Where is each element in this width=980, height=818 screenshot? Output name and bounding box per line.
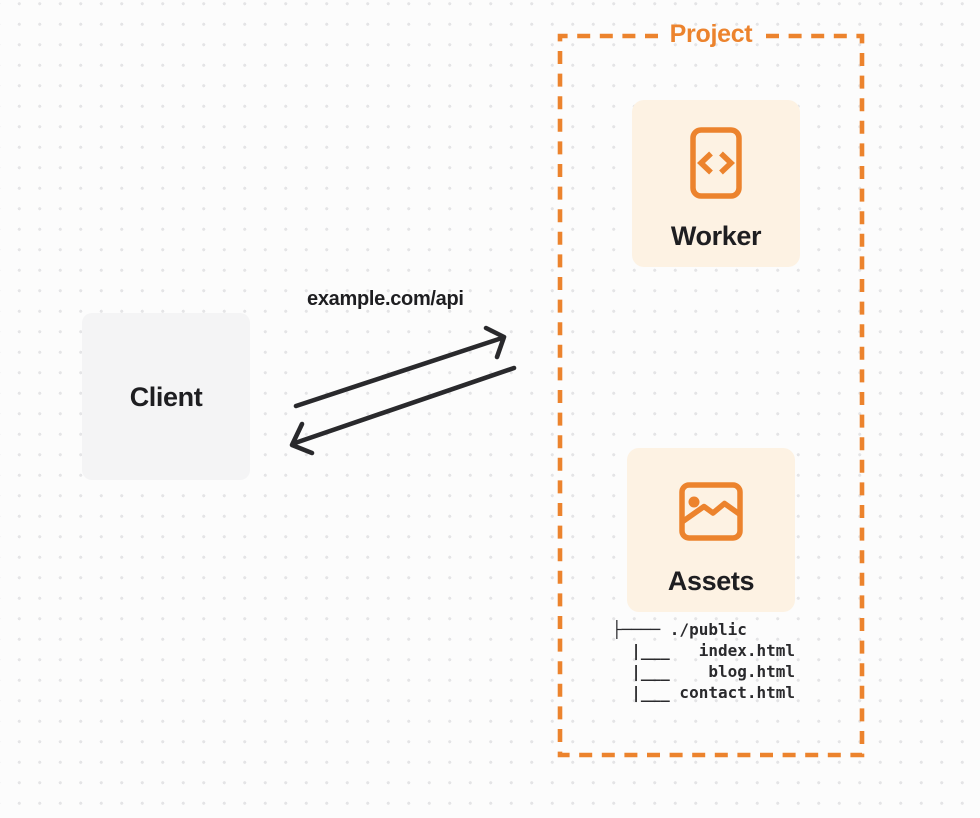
- file-tree-line: |___ blog.html: [612, 662, 796, 681]
- request-arrow: [293, 325, 507, 409]
- image-icon: [679, 482, 743, 541]
- file-tree: ├──── ./public |___ index.html |___ blog…: [612, 619, 795, 703]
- file-tree-line: |___ contact.html: [612, 683, 796, 702]
- project-label: Project: [669, 20, 753, 48]
- assets-node-label: Assets: [667, 566, 755, 596]
- file-tree-line: |___ index.html: [612, 641, 796, 660]
- file-tree-line: ├──── ./public: [612, 620, 747, 639]
- response-arrow: [289, 365, 517, 456]
- client-node-label: Client: [129, 381, 203, 412]
- assets-node: Assets: [627, 448, 795, 612]
- code-file-icon: [690, 127, 742, 199]
- client-node: Client: [82, 313, 250, 480]
- request-url-label: example.com/api: [307, 288, 464, 310]
- worker-node: Worker: [632, 100, 800, 267]
- worker-node-label: Worker: [670, 221, 762, 251]
